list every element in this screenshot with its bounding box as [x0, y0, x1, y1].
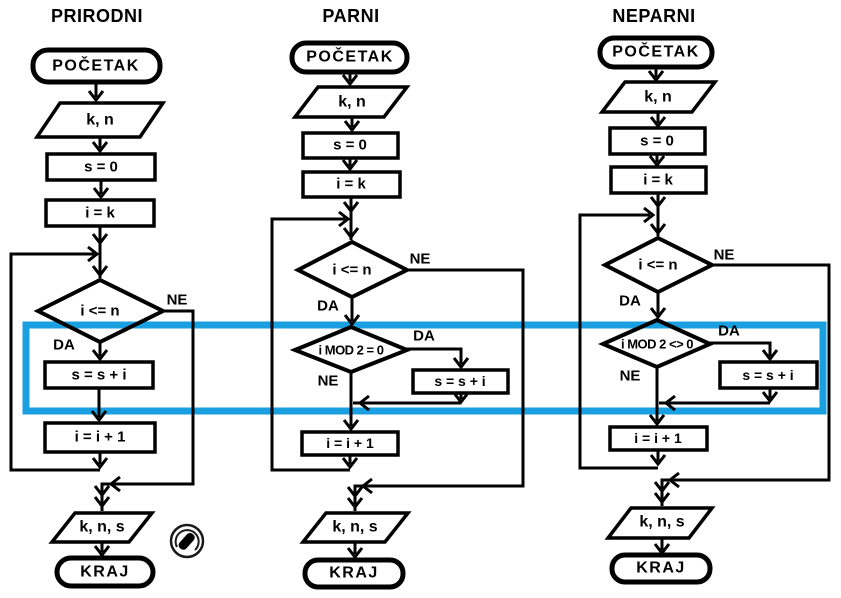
init-sum-box	[45, 152, 157, 182]
loop-condition-diamond	[33, 277, 168, 345]
end-label: KRAJ	[329, 565, 379, 582]
input-parallelogram	[33, 101, 167, 139]
flowchart-prirodni: PRIRODNI POČETAK k, n s = 0 i = k	[9, 6, 205, 589]
output-label: k, n, s	[332, 519, 377, 536]
end-label: KRAJ	[80, 564, 130, 581]
output-label: k, n, s	[79, 519, 124, 536]
sum-step-label: s = s + i	[742, 367, 793, 383]
end-label: KRAJ	[636, 560, 686, 577]
mod-condition-diamond	[289, 324, 413, 375]
input-label: k, n	[644, 89, 672, 106]
sum-step-box	[43, 360, 155, 390]
init-sum-label: s = 0	[84, 159, 118, 176]
start-label: POČETAK	[306, 47, 394, 66]
branch-yes-label: DA	[53, 337, 75, 354]
init-counter-box	[609, 165, 708, 195]
loop-condition-label: i <= n	[638, 257, 677, 274]
init-counter-label: i = k	[643, 172, 673, 189]
increment-box	[608, 425, 709, 452]
start-terminal	[30, 47, 163, 85]
flowchart-parni: PARNI POČETAK k, n s = 0	[270, 6, 525, 590]
output-label: k, n, s	[639, 514, 684, 531]
branch-no-label: NE	[410, 251, 431, 268]
mod-condition-label: i MOD 2 <> 0	[621, 337, 693, 352]
sum-step-label: s = s + i	[434, 373, 485, 389]
start-terminal	[289, 40, 410, 75]
loop-condition-label: i <= n	[80, 303, 119, 320]
start-label: POČETAK	[612, 42, 700, 61]
highlight-rectangle	[22, 321, 827, 415]
init-sum-box	[301, 131, 400, 160]
start-label: POČETAK	[52, 56, 140, 75]
chart-title: PRIRODNI	[51, 6, 143, 26]
output-parallelogram	[604, 506, 716, 540]
sum-step-box	[718, 360, 819, 390]
input-label: k, n	[338, 94, 366, 111]
mod-condition-label: i MOD 2 = 0	[319, 343, 384, 358]
increment-label: i = i + 1	[75, 429, 126, 446]
sum-step-label: s = s + i	[71, 367, 126, 384]
output-parallelogram	[299, 511, 412, 544]
init-counter-box	[44, 198, 156, 228]
branch-yes-label: DA	[413, 328, 435, 345]
mod-condition-diamond	[597, 317, 715, 370]
increment-label: i = i + 1	[634, 430, 682, 446]
input-parallelogram	[291, 85, 411, 119]
input-parallelogram	[598, 80, 719, 114]
init-counter-box	[301, 170, 402, 199]
init-counter-label: i = k	[336, 176, 366, 193]
loop-condition-diamond	[293, 239, 412, 300]
chart-title: NEPARNI	[612, 6, 695, 26]
init-sum-label: s = 0	[333, 137, 367, 154]
increment-label: i = i + 1	[326, 435, 374, 451]
end-terminal	[302, 557, 406, 590]
branch-no-label: NE	[620, 368, 641, 385]
branch-no-label: NE	[714, 247, 735, 264]
branch-no-label: NE	[318, 373, 339, 390]
init-sum-box	[608, 126, 707, 156]
output-parallelogram	[48, 511, 156, 544]
start-terminal	[597, 35, 715, 70]
sum-step-box	[411, 368, 510, 395]
end-terminal	[609, 552, 713, 585]
flowchart-neparni: NEPARNI POČETAK k, n s = 0	[578, 6, 831, 585]
init-sum-label: s = 0	[640, 133, 674, 150]
branch-yes-label: DA	[317, 298, 339, 315]
increment-box	[300, 430, 400, 457]
loop-condition-label: i <= n	[332, 262, 371, 279]
end-terminal	[54, 555, 156, 589]
loop-condition-diamond	[600, 235, 717, 295]
branch-no-label: NE	[167, 292, 188, 309]
stamp-icon	[169, 523, 205, 559]
branch-yes-label: DA	[619, 293, 641, 310]
connectors	[9, 82, 195, 558]
branch-yes-label: DA	[718, 323, 740, 340]
init-counter-label: i = k	[85, 205, 115, 222]
connectors	[578, 67, 831, 556]
input-label: k, n	[86, 112, 114, 129]
increment-box	[43, 421, 157, 454]
chart-title: PARNI	[322, 6, 379, 26]
